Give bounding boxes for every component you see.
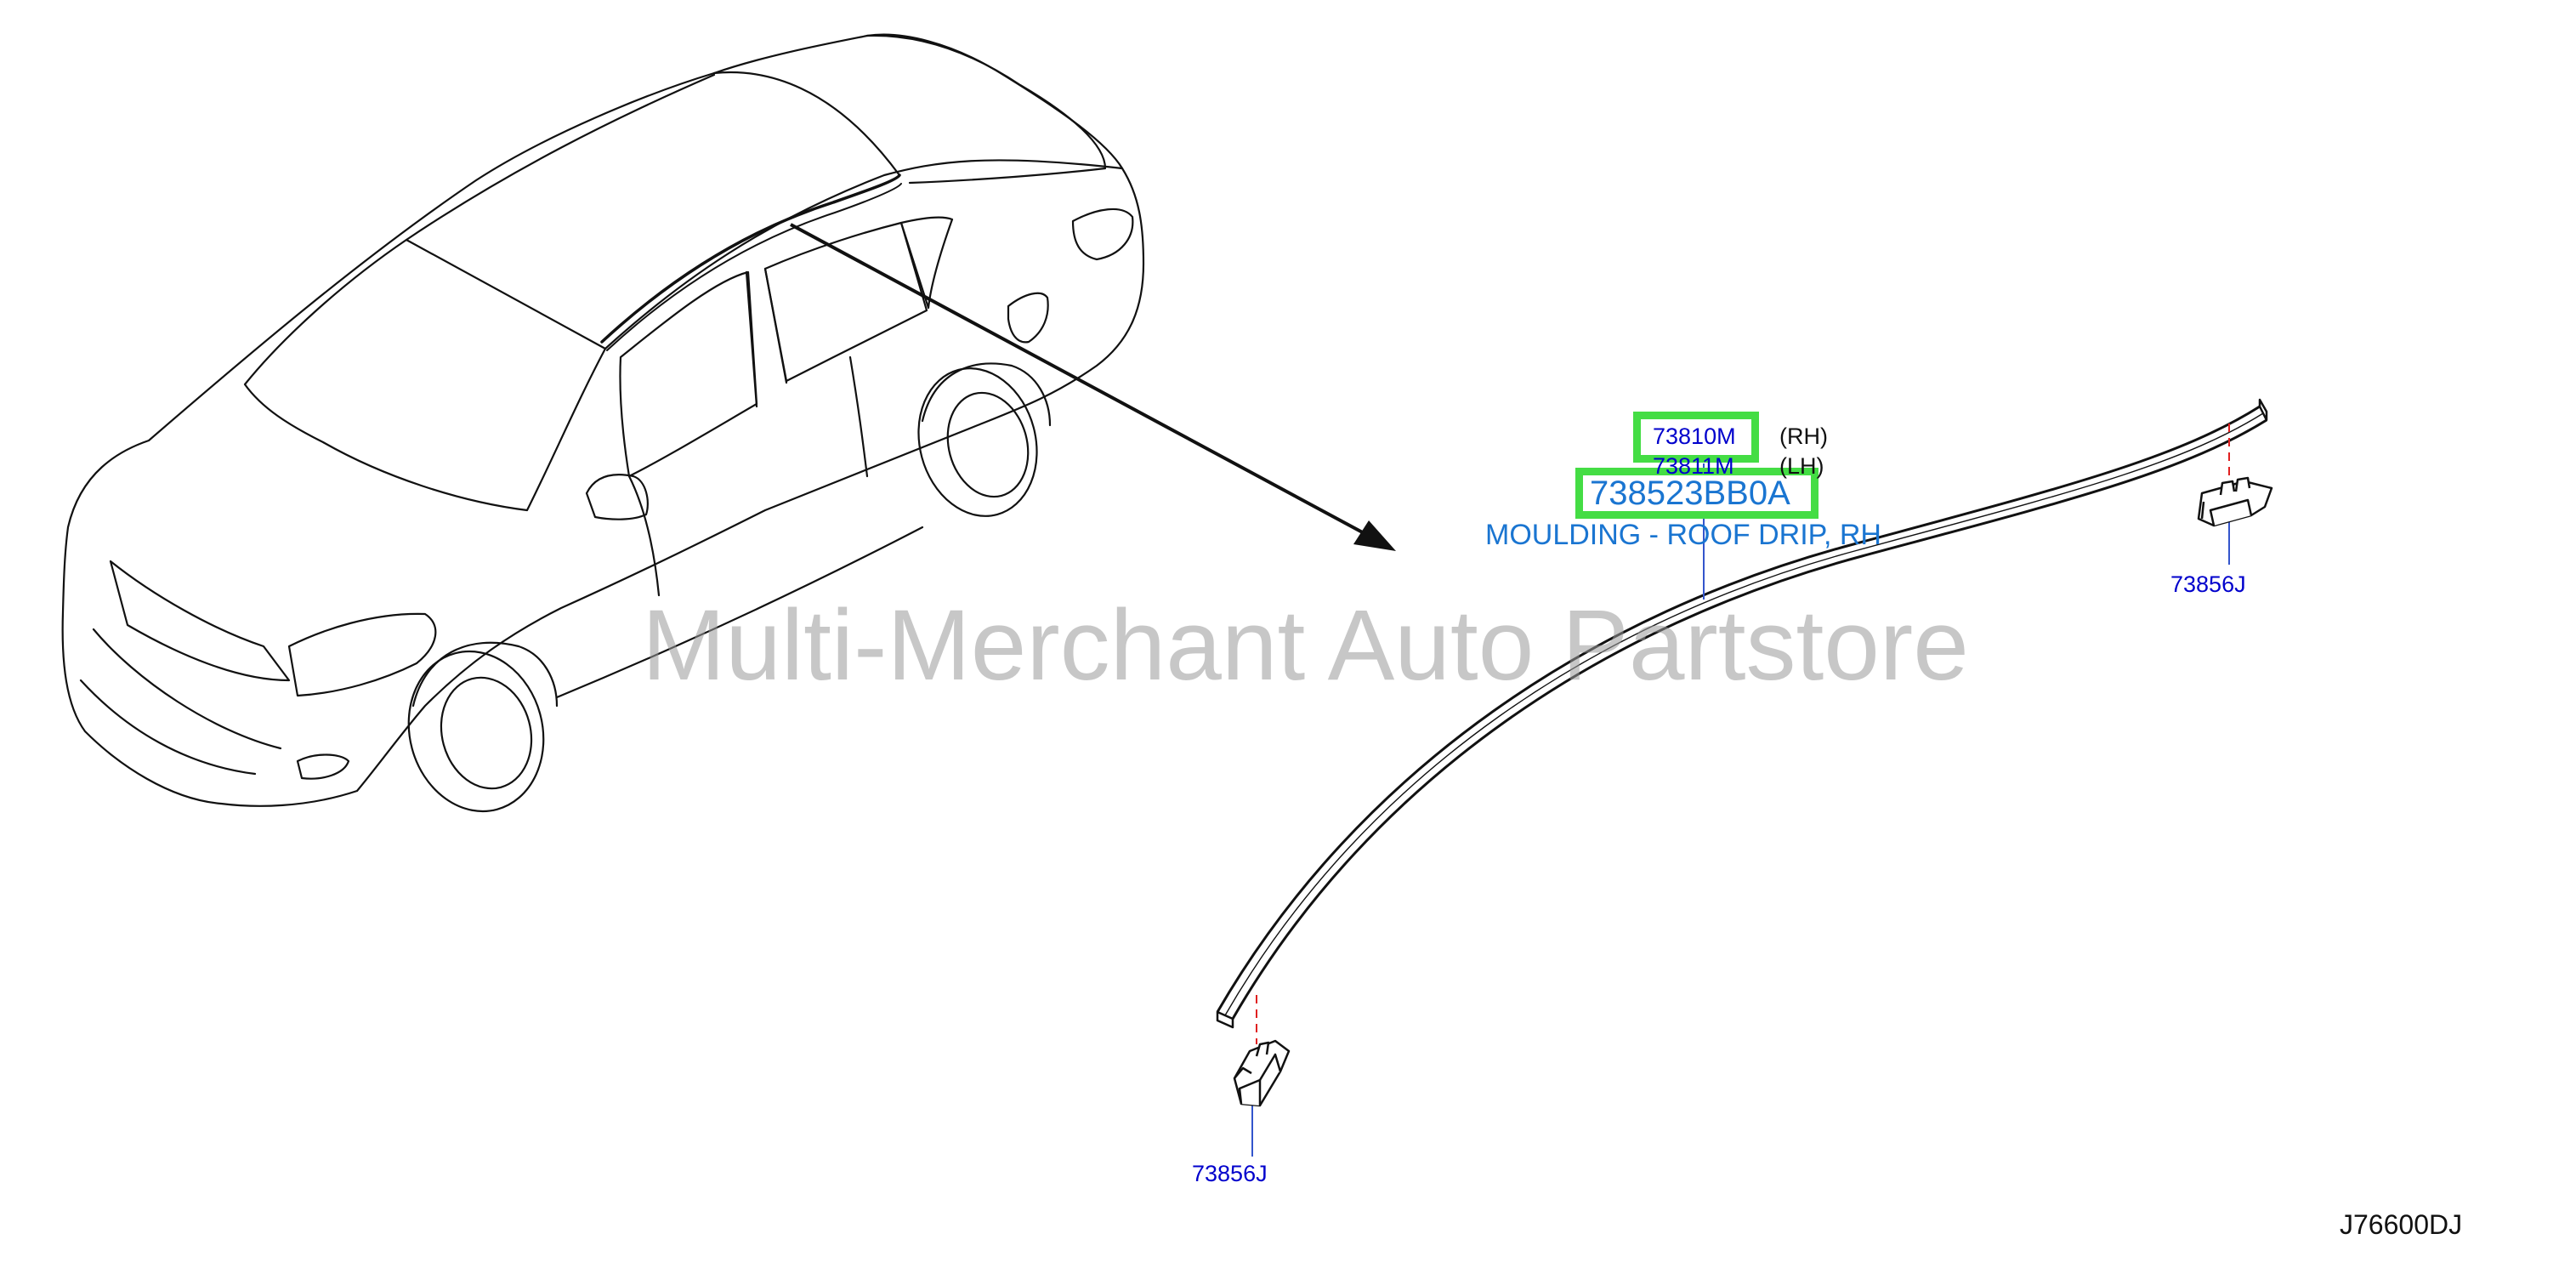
roof-drip-moulding-icon — [1216, 398, 2268, 1029]
highlight-box-main-part — [1575, 468, 1819, 519]
diagram-id: J76600DJ — [2340, 1209, 2463, 1240]
part-number-lh[interactable]: 73811M — [1653, 453, 1734, 479]
clip-part-number-bottom[interactable]: 73856J — [1192, 1161, 1268, 1186]
highlight-box-rh — [1633, 412, 1759, 463]
clip-part-number-top[interactable]: 73856J — [2170, 571, 2246, 597]
side-label-rh: (RH) — [1779, 424, 1828, 449]
part-description: MOULDING - ROOF DRIP, RH — [1485, 519, 1881, 551]
main-part-number[interactable]: 738523BB0A — [1590, 475, 1790, 512]
moulding-clip-icon — [2197, 476, 2273, 527]
pointer-arrow-icon — [790, 223, 1396, 551]
moulding-clip-icon — [1233, 1039, 1291, 1107]
part-number-rh[interactable]: 73810M — [1653, 424, 1736, 449]
side-label-lh: (LH) — [1779, 453, 1824, 479]
watermark-text: Multi-Merchant Auto Partstore — [642, 589, 1969, 702]
